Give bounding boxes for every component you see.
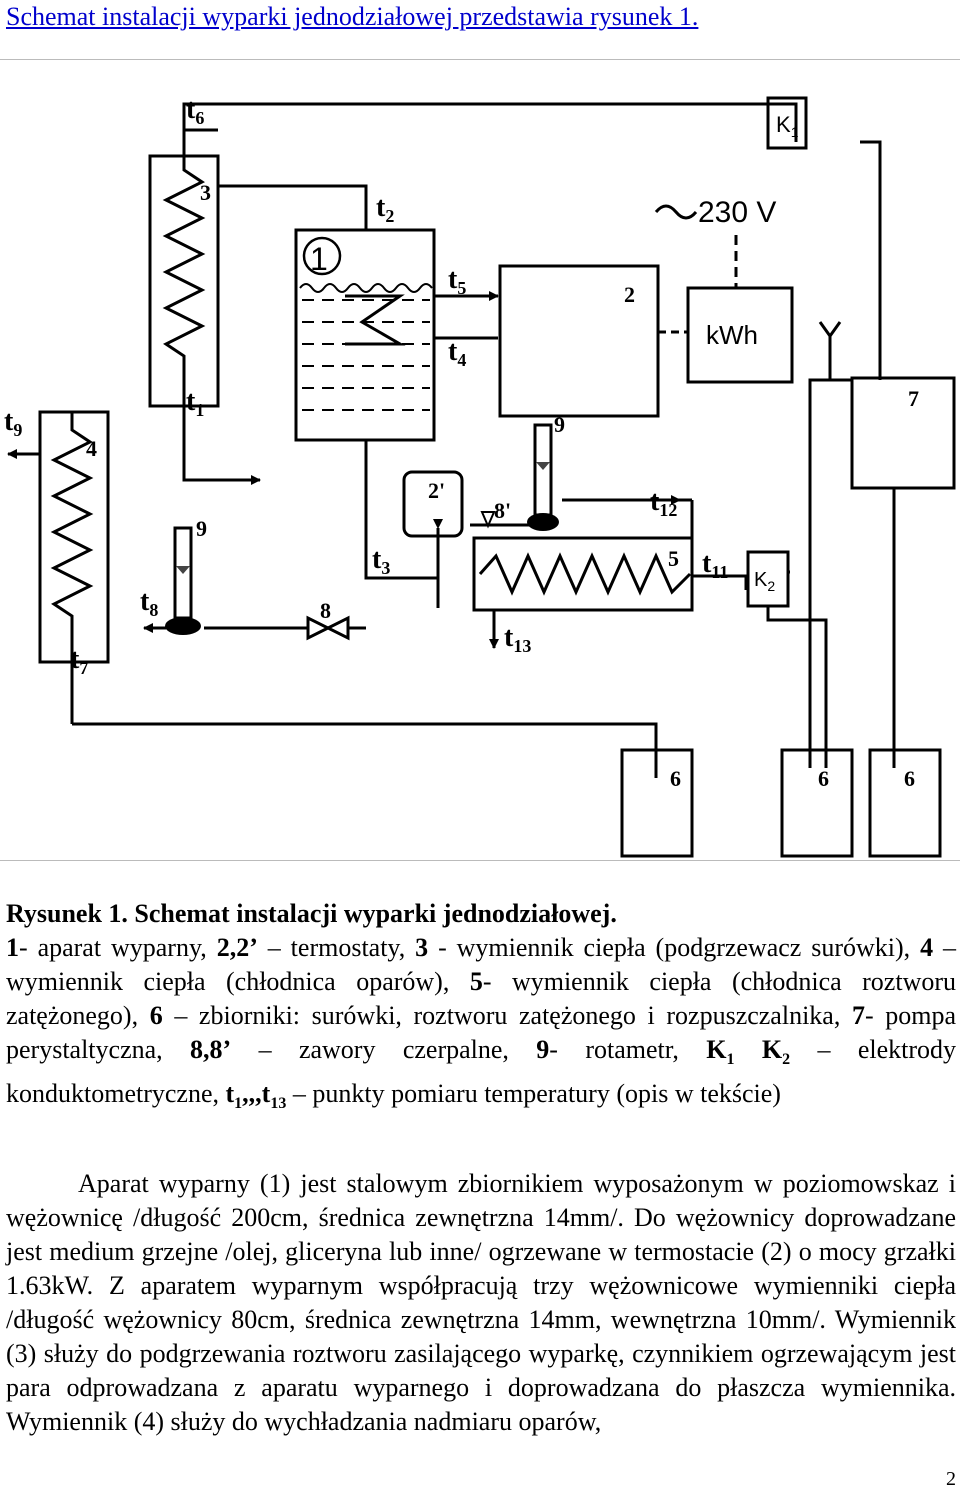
label-k1: K1 xyxy=(776,112,799,140)
page-header-link[interactable]: Schemat instalacji wyparki jednodziałowe… xyxy=(6,2,699,31)
label-t11: t11 xyxy=(702,548,728,582)
label-8-prime: 8' xyxy=(494,498,511,523)
label-k2: K2 xyxy=(754,569,775,594)
label-6-b: 6 xyxy=(818,766,829,791)
label-1: 1 xyxy=(310,241,328,277)
bottom-divider xyxy=(0,860,960,861)
label-t2: t2 xyxy=(376,192,394,226)
label-t1: t1 xyxy=(186,386,204,420)
legend-text: - rotametr, xyxy=(549,1035,707,1064)
label-8: 8 xyxy=(320,598,331,623)
exchanger-4-coil xyxy=(50,412,94,724)
caption-legend: 1- aparat wyparny, 2,2’ – termostaty, 3 … xyxy=(6,933,957,1113)
legend-key: 7 xyxy=(851,1001,865,1030)
label-5: 5 xyxy=(668,546,679,571)
legend-text: – zawory czerpalne, xyxy=(231,1035,537,1064)
label-power: 230 V xyxy=(698,196,776,229)
label-t13: t13 xyxy=(504,622,531,656)
label-t8: t8 xyxy=(140,586,158,620)
label-2-prime: 2' xyxy=(428,478,445,503)
body-paragraph: Aparat wyparny (1) jest stalowym zbiorni… xyxy=(6,1169,956,1436)
label-kwh: kWh xyxy=(706,320,758,350)
legend-key: 2,2’ xyxy=(216,933,258,962)
label-t5: t5 xyxy=(448,264,466,298)
legend-key: 4 xyxy=(920,933,934,962)
top-line xyxy=(182,102,798,142)
vapor-line xyxy=(218,184,368,230)
legend-text: – wymiennik ciepła (chłodnica oparów), xyxy=(6,933,957,996)
label-9-upper: 9 xyxy=(554,412,565,437)
label-6-a: 6 xyxy=(670,766,681,791)
label-t6: t6 xyxy=(186,94,204,128)
legend-text: – termostaty, xyxy=(257,933,416,962)
figure-caption: Rysunek 1. Schemat instalacji wyparki je… xyxy=(6,897,956,1121)
t7-line xyxy=(72,722,658,778)
thermostat-2-prime xyxy=(402,470,464,538)
legend-text: - wymiennik ciepła (podgrzewacz surówki)… xyxy=(428,933,921,962)
label-7: 7 xyxy=(908,386,919,411)
pump-7 xyxy=(850,376,956,490)
heat-exchanger-4 xyxy=(38,410,110,664)
exchanger-3-coil xyxy=(162,130,261,485)
k1-sensor xyxy=(766,96,808,150)
kwh-meter xyxy=(686,286,794,384)
caption-title: Rysunek 1. Schemat instalacji wyparki je… xyxy=(6,899,617,928)
legend-text: - pompa perystaltyczna, xyxy=(6,1001,956,1064)
label-t3: t3 xyxy=(372,544,390,578)
label-6-c: 6 xyxy=(904,766,915,791)
tank-6-b xyxy=(780,748,854,858)
legend-text: - wymiennik ciepła (chłodnica roztworu z… xyxy=(6,967,956,1030)
exchanger-5-coil xyxy=(478,552,692,596)
label-4: 4 xyxy=(86,436,97,461)
top-divider xyxy=(0,59,960,60)
legend-text: – zbiorniki: surówki, roztworu zatężoneg… xyxy=(162,1001,852,1030)
thermostat-2 xyxy=(498,264,660,418)
legend-key: 5 xyxy=(469,967,483,996)
label-t9: t9 xyxy=(4,406,22,440)
label-2: 2 xyxy=(624,282,635,307)
tank-6-c xyxy=(868,748,942,858)
legend-key: 1 xyxy=(6,933,19,962)
page-number: 2 xyxy=(946,1468,956,1490)
label-9-lower: 9 xyxy=(196,516,207,541)
label-3: 3 xyxy=(200,180,211,205)
tank-6-a xyxy=(620,748,694,858)
legend-key: 9 xyxy=(536,1035,550,1064)
label-t12: t12 xyxy=(650,486,677,520)
legend-text: - aparat wyparny, xyxy=(19,933,217,962)
heat-exchanger-5 xyxy=(472,536,694,612)
k1-line xyxy=(860,140,882,380)
legend-key: 3 xyxy=(415,933,429,962)
label-t4: t4 xyxy=(448,336,466,370)
label-t7: t7 xyxy=(70,644,88,678)
evaporator-schematic: t6 t2 t5 t4 t1 t9 t8 t7 t3 t12 t11 t13 3… xyxy=(4,94,956,858)
legend-key: 8,8’ xyxy=(190,1035,232,1064)
legend-key: 6 xyxy=(149,1001,163,1030)
